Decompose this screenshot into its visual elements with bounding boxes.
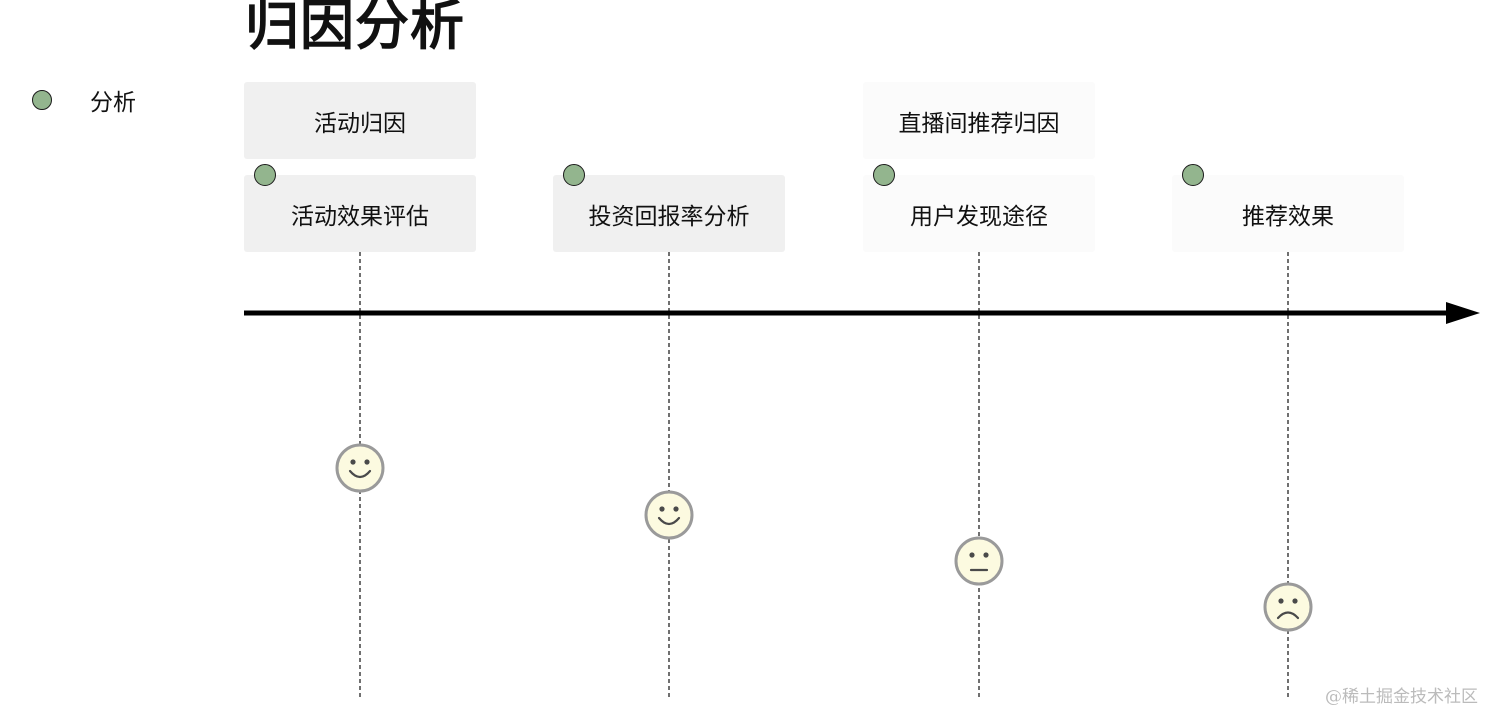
analysis-dot-icon: [1182, 164, 1204, 186]
bottom-box-user-discovery: 用户发现途径: [863, 164, 1095, 252]
top-box-label: 活动归因: [314, 110, 406, 137]
timeline-axis: [244, 302, 1480, 324]
neutral-face-icon: [954, 536, 1004, 586]
analysis-dot-icon: [563, 164, 585, 186]
happy-face-icon: [335, 443, 385, 493]
analysis-dot-icon: [254, 164, 276, 186]
page-title: 归因分析: [245, 0, 465, 57]
dashed-guides: [359, 252, 1289, 700]
bottom-box-label: 用户发现途径: [910, 203, 1048, 230]
timeline-arrow-icon: [1446, 302, 1480, 324]
top-box-live-recommend-attribution: 直播间推荐归因: [863, 82, 1095, 159]
legend: 分析: [32, 86, 136, 116]
top-box-label: 直播间推荐归因: [898, 110, 1060, 137]
bottom-box-label: 活动效果评估: [291, 203, 429, 230]
bottom-box-recommend-effect: 推荐效果: [1172, 164, 1404, 252]
happy-face-icon: [644, 490, 694, 540]
legend-dot-icon: [32, 90, 52, 110]
legend-label: 分析: [90, 90, 136, 116]
watermark: @稀土掘金技术社区: [1325, 687, 1478, 707]
bottom-box-label: 投资回报率分析: [588, 203, 750, 230]
sad-face-icon: [1263, 582, 1313, 632]
bottom-box-roi-analysis: 投资回报率分析: [553, 164, 785, 252]
analysis-dot-icon: [873, 164, 895, 186]
bottom-box-activity-effect: 活动效果评估: [244, 164, 476, 252]
bottom-box-label: 推荐效果: [1242, 203, 1334, 230]
top-box-activity-attribution: 活动归因: [244, 82, 476, 159]
